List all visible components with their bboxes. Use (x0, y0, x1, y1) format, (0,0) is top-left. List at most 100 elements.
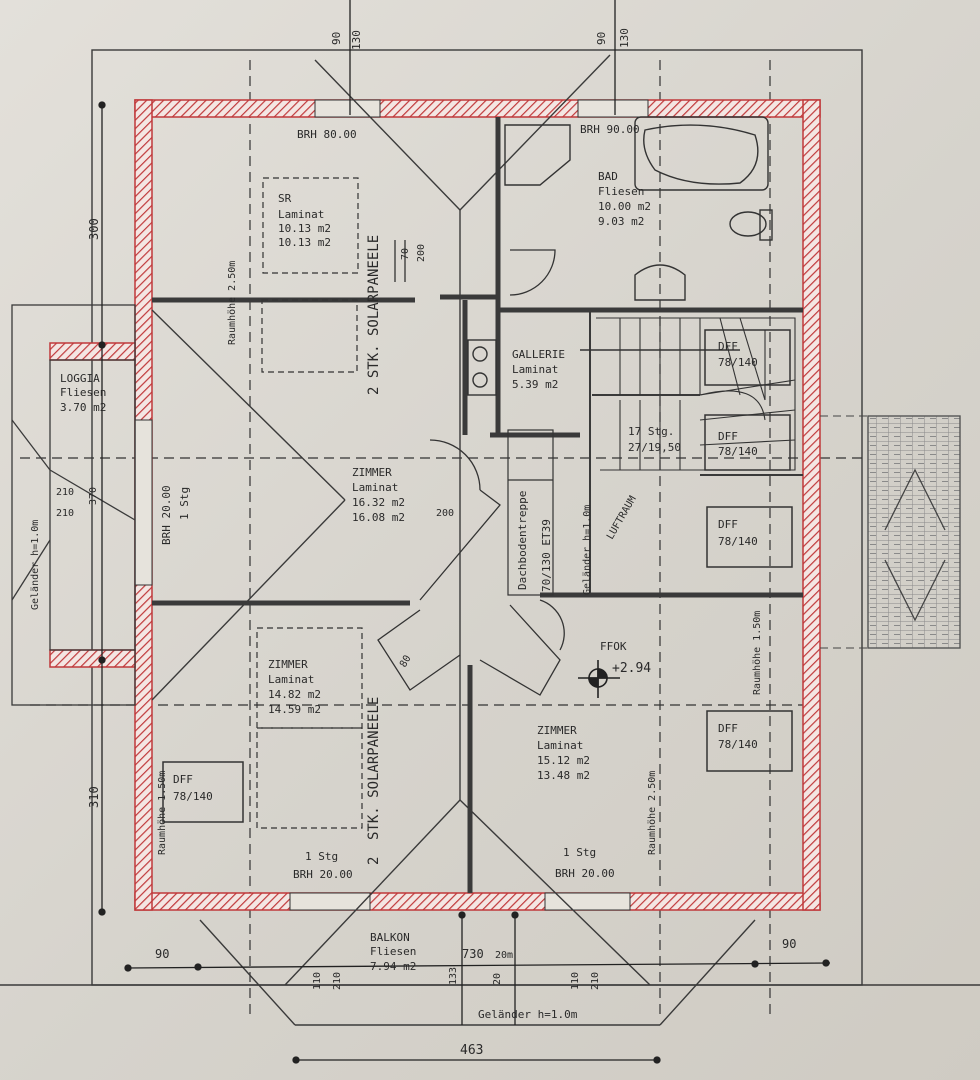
room-loggia-name: LOGGIA (60, 372, 100, 385)
dim-balkon-110: 110 (312, 972, 323, 990)
ffok-marker (578, 660, 620, 698)
dim-bottom-463: 463 (460, 1043, 483, 1058)
dim-left-310: 310 (87, 786, 101, 808)
dim-balkon-133: 133 (448, 967, 459, 985)
dim-top-right-90: 90 (595, 32, 608, 45)
dff-1-label: DFF (718, 518, 738, 531)
room-zimmer3-floor: Laminat (537, 739, 583, 752)
gelaender-gallerie: Geländer h=1.0m (582, 505, 593, 595)
dim-top-left-90: 90 (330, 32, 343, 45)
ffok-label: FFOK (600, 640, 627, 653)
room-zimmer3-area2: 13.48 m2 (537, 769, 590, 782)
roof-lines (151, 54, 756, 1026)
round-fixtures (467, 339, 497, 396)
door-height-zimmer1: 200 (436, 508, 454, 519)
gelaender-loggia: Geländer h=1.0m (30, 520, 41, 610)
skylights (162, 329, 793, 823)
stg-label-zimmer2: 1 Stg (305, 850, 338, 863)
stairs-size: 27/19,50 (628, 441, 681, 454)
dim-balkon-20m: 20m (495, 950, 513, 961)
room-bad-area2: 9.03 m2 (598, 215, 644, 228)
gelaender-balkon: Geländer h=1.0m (478, 1008, 578, 1021)
brh-label-zimmer3: BRH 20.00 (555, 867, 615, 880)
raumhoehe-zimmer2: Raumhöhe 1.50m (157, 771, 168, 855)
room-zimmer1-floor: Laminat (352, 481, 398, 494)
room-balkon-floor: Fliesen (370, 945, 416, 958)
raumhoehe-zimmer3: Raumhöhe 2.50m (647, 771, 658, 855)
dim-balkon-110b: 110 (570, 972, 581, 990)
stg-label-zimmer1: 1 Stg (178, 487, 191, 520)
ffok-value: +2.94 (612, 661, 651, 676)
room-gallerie-floor: Laminat (512, 363, 558, 376)
room-zimmer2-area2: 14.59 m2 (268, 703, 321, 716)
dff-5-label: DFF (718, 430, 738, 443)
dim-top-right-130: 130 (618, 28, 631, 48)
dff-1-size: 78/140 (718, 535, 758, 548)
solar-label-bottom-count: 2 (366, 857, 382, 865)
door-width-zimmer2: 80 (398, 654, 414, 670)
room-zimmer1-area2: 16.08 m2 (352, 511, 405, 524)
loggia-outline (11, 304, 136, 706)
dim-balkon-20: 20 (492, 973, 503, 985)
interior-walls (152, 117, 803, 893)
door-swings (377, 240, 565, 696)
raumhoehe-sr: Raumhöhe 2.50m (227, 261, 238, 345)
brh-label-sr: BRH 80.00 (297, 128, 357, 141)
solar-panels (256, 177, 363, 829)
stair-walls (589, 310, 803, 595)
dim-bottom-90-right: 90 (782, 937, 796, 951)
room-gallerie-area: 5.39 m2 (512, 378, 558, 391)
brh-label-zimmer1: BRH 20.00 (160, 485, 173, 545)
attic-ladder-size: 70/130 ET39 (540, 519, 553, 592)
stairs-count: 17 Stg. (628, 425, 674, 438)
room-zimmer1-area1: 16.32 m2 (352, 496, 405, 509)
dff-4-label: DFF (718, 340, 738, 353)
room-bad-floor: Fliesen (598, 185, 644, 198)
dim-top-left-130: 130 (350, 30, 363, 50)
room-sr-area2: 10.13 m2 (278, 236, 331, 249)
dashed-guides (20, 60, 940, 1020)
chimney-tiles (820, 415, 961, 649)
door-width-sr: 70 (400, 248, 411, 260)
room-bad-area1: 10.00 m2 (598, 200, 651, 213)
staircase (580, 317, 796, 471)
solar-label-bottom: STK. SOLARPANEELE (366, 697, 382, 840)
door-height-sr: 200 (416, 244, 427, 262)
dim-bottom-730: 730 (462, 947, 484, 961)
room-sr-floor: Laminat (278, 208, 324, 221)
room-zimmer2-name: ZIMMER (268, 658, 308, 671)
attic-ladder-label: Dachbodentreppe (516, 491, 529, 590)
attic-ladder (507, 429, 554, 596)
roof-outline (0, 49, 980, 986)
dim-loggia-210: 210 (56, 487, 74, 498)
room-loggia-floor: Fliesen (60, 386, 106, 399)
room-bad-name: BAD (598, 170, 618, 183)
dim-loggia-210b: 210 (56, 508, 74, 519)
raumhoehe-zimmer3-right: Raumhöhe 1.50m (752, 611, 763, 695)
dim-balkon-210: 210 (332, 972, 343, 990)
room-zimmer3-area1: 15.12 m2 (537, 754, 590, 767)
dff-3-size: 78/140 (173, 790, 213, 803)
room-loggia-area: 3.70 m2 (60, 401, 106, 414)
dim-left-300: 300 (87, 218, 101, 240)
room-zimmer1-name: ZIMMER (352, 466, 392, 479)
solar-label-top: 2 STK. SOLARPANEELE (366, 235, 382, 395)
dim-balkon-210b: 210 (590, 972, 601, 990)
bath-fixtures (504, 116, 773, 301)
dff-2-label: DFF (718, 722, 738, 735)
dimension-lines (98, 0, 831, 1064)
dff-3-label: DFF (173, 773, 193, 786)
plan-text: SR Laminat 10.13 m2 10.13 m2 BAD Fliesen… (30, 28, 796, 1058)
dim-loggia-370: 370 (88, 487, 99, 505)
dff-4-size: 78/140 (718, 356, 758, 369)
room-zimmer2-floor: Laminat (268, 673, 314, 686)
room-balkon-area: 7.94 m2 (370, 960, 416, 973)
room-balkon-name: BALKON (370, 931, 410, 944)
dff-2-size: 78/140 (718, 738, 758, 751)
room-gallerie-name: GALLERIE (512, 348, 565, 361)
outer-walls (49, 99, 821, 911)
brh-label-bad: BRH 90.00 (580, 123, 640, 136)
luftraum-label: LUFTRAUM (605, 494, 639, 541)
room-sr-name: SR (278, 192, 292, 205)
